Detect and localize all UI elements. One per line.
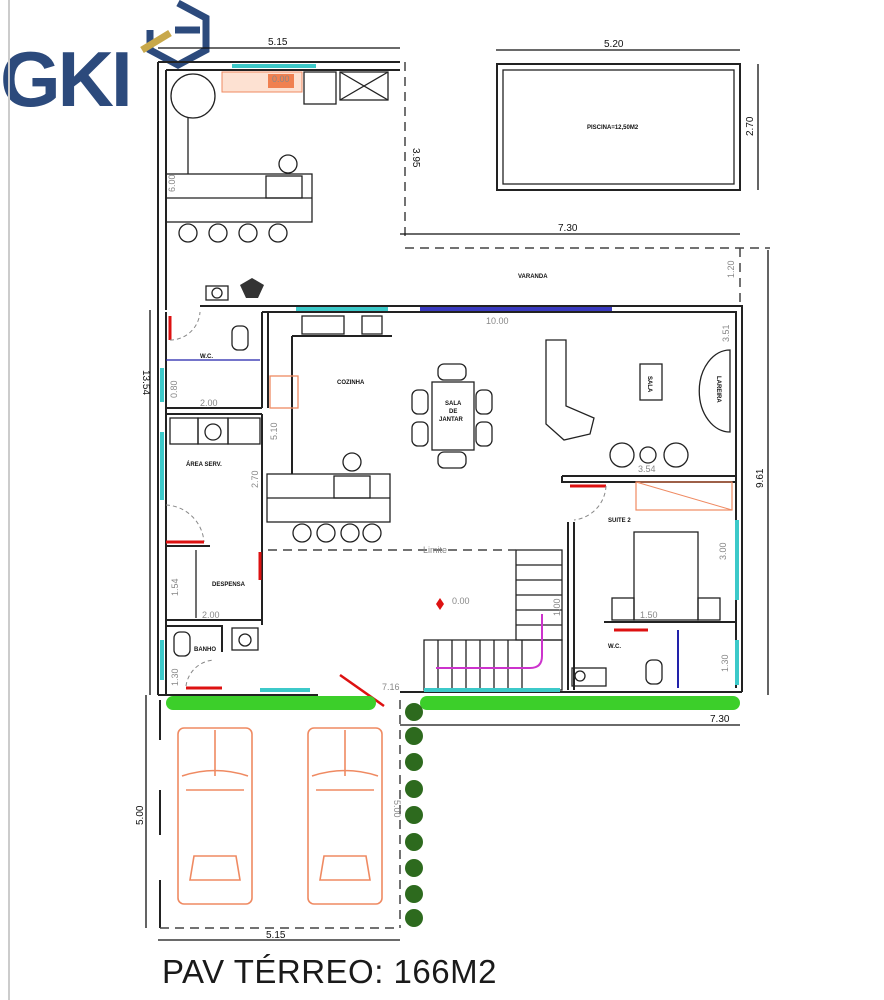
dim-gourmet-depth: 3.95 [410,148,421,168]
logo-text: GKI [0,35,133,123]
pantry-label: DESPENSA [212,582,246,588]
car-left-icon [177,727,253,905]
dim-bar: 6.00 [167,174,177,192]
gki-logo: GKI [0,40,133,118]
dining-label-3: JANTAR [439,417,464,423]
dim-pantry-width: 2.00 [202,610,220,620]
dim-house-width: 10.00 [486,316,509,326]
dim-top-left: 5.15 [268,37,288,48]
dining-label-1: SALA [445,401,462,407]
dim-stairs: 1.00 [552,598,562,616]
dim-wc2-depth: 1.30 [720,654,730,672]
page-title: PAV TÉRREO: 166M2 [162,953,497,990]
wc-right-label: W.C. [608,644,621,650]
floor-level: 0.00 [452,596,470,606]
wc-left: W.C. 2.00 0.80 [166,311,262,409]
living-room: SALA LAREIRA 3.51 3.54 [545,324,731,474]
bathroom-label: BANHO [194,647,216,653]
dim-left-total: 13.54 [140,370,151,395]
suite-2: SUITE 2 3.00 1.50 W.C. 1.30 [561,475,736,690]
dining-room: SALA DE JANTAR [411,363,493,469]
dim-wc-width: 2.00 [200,398,218,408]
dining-label-2: DE [449,409,457,415]
dim-entry-width: 7.16 [382,682,400,692]
logo-hexagon-icon [140,0,210,69]
dim-garden-depth: 5.00 [392,800,402,818]
dim-garage-width: 5.15 [266,930,286,941]
suite-label: SUITE 2 [608,518,631,524]
dim-living-width: 3.54 [638,464,656,474]
wc-left-label: W.C. [200,354,213,360]
dim-bed-width: 1.50 [640,610,658,620]
dim-kitchen-depth: 5.10 [269,422,279,440]
limit-label: Limite [423,545,447,555]
service-label: ÁREA SERV. [186,461,222,468]
dim-veranda-depth: 1.20 [726,260,736,278]
bathroom: BANHO 1.30 [166,625,259,690]
pantry: DESPENSA 1.54 2.00 [166,545,263,625]
pool-label: PISCINA=12,50M2 [587,125,639,131]
gourmet-area: 6.00 0.00 [157,61,406,695]
pool: PISCINA=12,50M2 5.20 2.70 [496,39,759,191]
stairs: 1.00 [423,549,563,691]
dim-living-depth: 3.51 [721,324,731,342]
veranda-label: VARANDA [518,274,548,280]
dim-pantry-depth: 1.54 [170,578,180,596]
dim-garage-depth: 5.00 [135,805,146,825]
fireplace-label: LAREIRA [715,376,721,403]
service-area: ÁREA SERV. 2.70 [165,413,263,548]
kitchen-label: COZINHA [337,380,365,386]
garage: 5.00 5.00 5.15 [135,695,402,941]
dim-front-width: 7.30 [710,714,730,725]
dim-service-depth: 2.70 [250,470,260,488]
dim-pool-height: 2.70 [745,116,756,136]
dim-veranda-width: 7.30 [558,223,578,234]
dim-suite-depth: 3.00 [718,542,728,560]
kitchen: COZINHA 5.10 [266,315,392,543]
hedge [166,696,740,927]
car-right-icon [307,727,383,905]
dim-sink-level: 0.00 [272,74,290,84]
dim-pool-width: 5.20 [604,39,624,50]
dim-bath-depth: 1.30 [170,668,180,686]
dim-right-total: 9.61 [755,468,766,488]
living-label: SALA [646,376,652,393]
house-walls: 10.00 [160,305,743,695]
dim-wc-depth: 0.80 [169,380,179,398]
